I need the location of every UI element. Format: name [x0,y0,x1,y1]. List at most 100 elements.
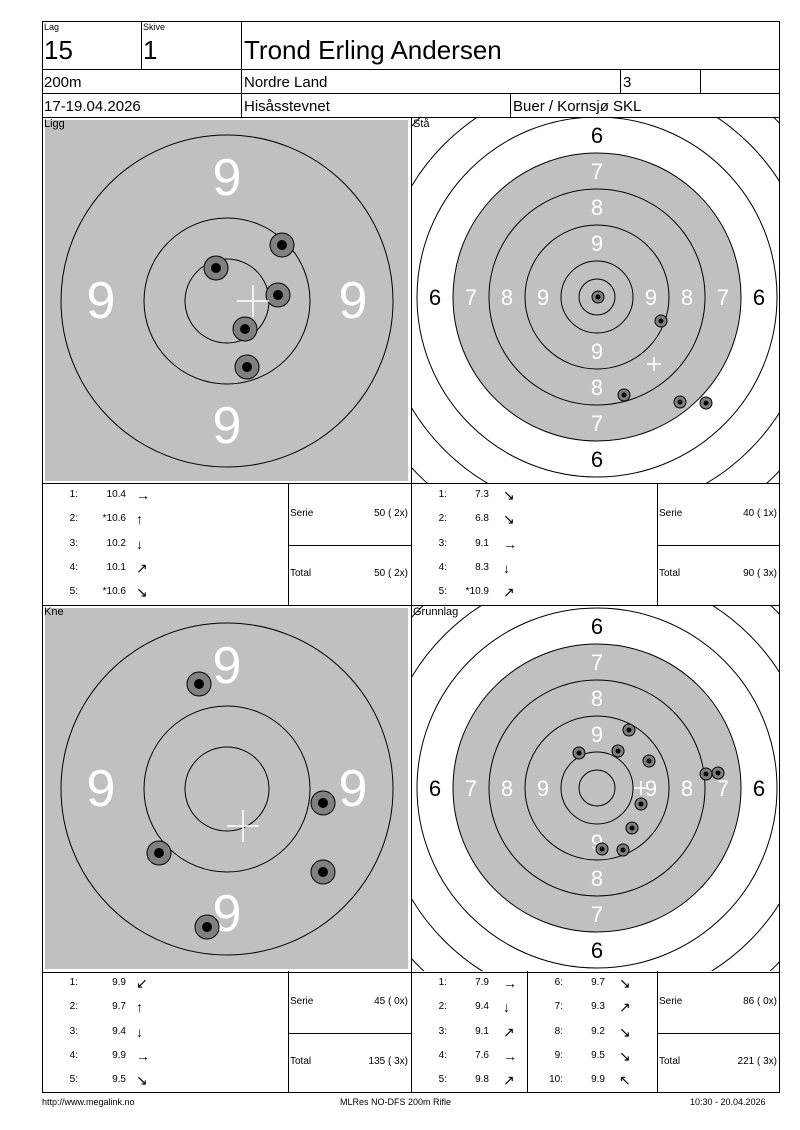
direction-arrow-icon: ↖ [619,1072,631,1088]
serie-label: Serie [659,996,683,1007]
ring-label: 7 [591,411,603,436]
shot-hole [146,840,172,866]
ring-label: 7 [717,776,729,801]
ring-label: 7 [591,902,603,927]
ring-label: 6 [429,285,441,310]
shot-hole [595,842,609,856]
footer-url[interactable]: http://www.megalink.no [42,1097,135,1107]
total-score: 221 ( 3x) [737,1056,777,1067]
ring [560,751,634,825]
venue: Buer / Kornsjø SKL [513,98,642,115]
ring-label: 9 [87,272,116,330]
shot-hole [711,766,725,780]
distance: 200m [44,74,82,91]
direction-arrow-icon: → [136,1048,150,1064]
ring-label: 9 [87,760,116,818]
ring [416,118,778,478]
ring [416,607,778,969]
direction-arrow-icon: ↓ [503,999,510,1015]
ring [452,152,742,442]
ring-label: 9 [213,397,242,455]
total-score: 90 ( 3x) [743,568,777,579]
shot-hole [622,723,636,737]
shot-hole [591,290,605,304]
ring-label: 8 [501,285,513,310]
shot-hole [203,255,229,281]
direction-arrow-icon: ↘ [136,1072,148,1088]
direction-arrow-icon: ↗ [619,999,631,1015]
date: 17-19.04.2026 [44,98,141,115]
shot-hole [642,754,656,768]
direction-arrow-icon: ↙ [136,975,148,991]
lag-value: 15 [44,35,73,65]
shooter-name: Trond Erling Andersen [244,35,502,65]
target-title: Ligg [44,118,65,130]
target-title: Kne [44,606,64,618]
direction-arrow-icon: → [503,1048,517,1064]
ring-label: 7 [717,285,729,310]
serie-label: Serie [659,508,683,519]
club: Nordre Land [244,74,328,91]
serie-score: 50 ( 2x) [374,508,408,519]
total-score: 50 ( 2x) [374,568,408,579]
ring [60,134,394,468]
shot-hole [232,316,258,342]
ring-label: 8 [591,686,603,711]
ring-label: 9 [591,722,603,747]
ring-label: 8 [591,866,603,891]
direction-arrow-icon: ↓ [503,560,510,576]
direction-arrow-icon: ↘ [503,511,515,527]
serie-label: Serie [290,996,314,1007]
ring [60,622,394,956]
shot-hole [699,396,713,410]
total-label: Total [290,1056,312,1067]
serie-label: Serie [290,508,314,519]
direction-arrow-icon: ↗ [503,584,515,600]
direction-arrow-icon: ↘ [619,1048,631,1064]
ring-label: 9 [645,285,657,310]
ring-label: 8 [501,776,513,801]
serie-score: 40 ( 1x) [743,508,777,519]
ring-label: 9 [537,285,549,310]
total-label: Total [290,568,312,579]
ring [578,769,616,807]
ring-label: 9 [591,231,603,256]
ring-label: 9 [213,149,242,207]
shot-hole [625,821,639,835]
ring-label: 6 [753,285,765,310]
shot-hole [310,859,336,885]
ring [143,217,311,385]
ring-label: 9 [645,776,657,801]
ring [184,746,270,832]
ring-label: 9 [537,776,549,801]
ring-label: 8 [681,285,693,310]
mean-point-cross [227,810,259,842]
direction-arrow-icon: ↑ [136,511,143,527]
shot-hole [186,671,212,697]
shot-hole [572,746,586,760]
ring [524,224,670,370]
direction-arrow-icon: ↘ [619,975,631,991]
total-label: Total [659,1056,681,1067]
total-label: Total [659,568,681,579]
shot-hole [265,282,291,308]
ring-label: 6 [429,776,441,801]
ring [452,643,742,933]
ring-label: 6 [753,776,765,801]
direction-arrow-icon: ↗ [503,1024,515,1040]
ring-label: 9 [591,339,603,364]
ring-label: 6 [591,123,603,148]
direction-arrow-icon: ↘ [136,584,148,600]
shot-hole [617,388,631,402]
direction-arrow-icon: ↑ [136,999,143,1015]
ring-label: 6 [591,614,603,639]
ring [143,705,311,873]
footer-software: MLRes NO-DFS 200m Rifle [340,1097,452,1107]
event: Hisåsstevnet [244,98,330,115]
shot-hole [616,843,630,857]
ring-label: 8 [681,776,693,801]
